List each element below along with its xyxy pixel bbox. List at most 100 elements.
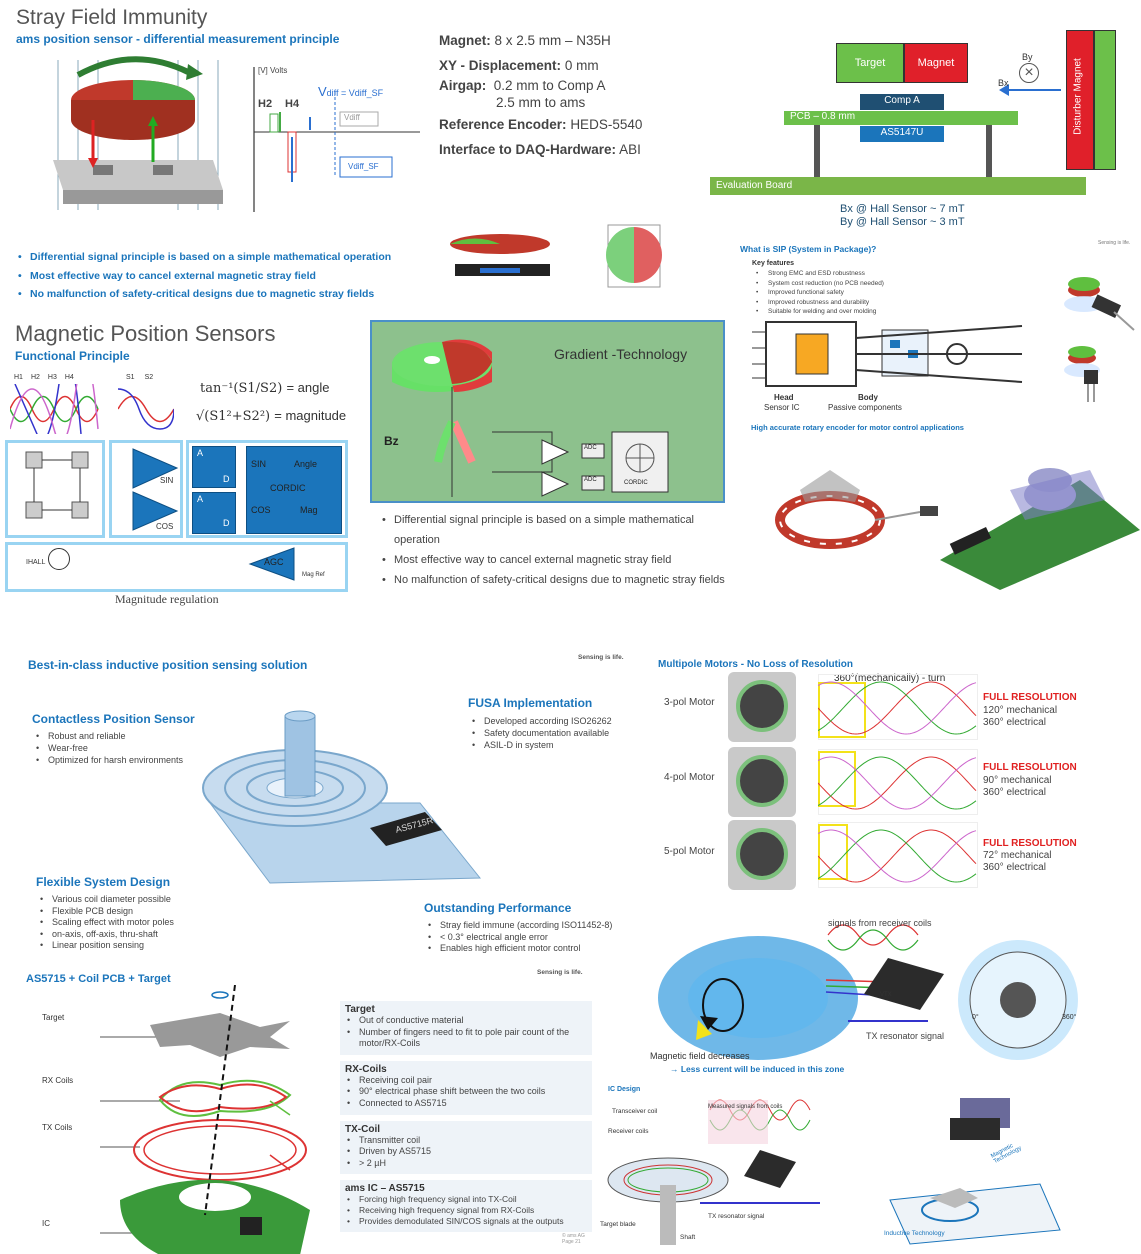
highlight-box [818,682,866,738]
cordic-cos-label: COS [251,505,271,515]
sincos-plot [118,388,174,430]
info-blocks: Target Out of conductive material Number… [340,1001,592,1233]
fusa-list: Developed according ISO26262 Safety docu… [470,715,612,751]
current-source-icon [48,548,70,570]
vdiff-formula: Vdiff = Vdiff_SF [318,84,384,99]
inductive-brand: Sensing is life. [578,654,624,661]
setup-specs: Magnet: 8 x 2.5 mm – N35H XY - Displacem… [439,31,642,160]
target-blade-label: Target blade [600,1221,636,1228]
flexible-title: Flexible System Design [36,875,171,889]
ic-design-title: IC Design [608,1086,641,1093]
flexible-item: Linear position sensing [38,940,174,952]
s1-label: S1 [126,374,135,381]
info-item: Connected to AS5715 [345,1098,587,1110]
contactless-title: Contactless Position Sensor [32,712,195,726]
info-block-title: ams IC – AS5715 [345,1183,425,1195]
comp-a-block [860,94,944,110]
info-block-title: TX-Coil [345,1123,380,1135]
sip-package-drawing [752,321,1023,387]
info-item: Receiving coil pair [345,1075,587,1087]
motor-label: 3-pol Motor [664,697,715,708]
full-resolution-label: FULL RESOLUTION [983,762,1077,773]
cordic-angle-label: Angle [294,459,318,469]
h4-label: H4 [285,98,300,110]
bz-label: Bz [384,434,399,448]
cordic-mag-label: Mag [300,505,318,515]
sip-feature: System cost reduction (no PCB needed) [754,279,884,289]
sip-head: Head [774,393,794,402]
spec-row: Reference Encoder: HEDS-5540 [439,117,643,132]
adc-cordic-box [186,440,348,538]
deg360-label: 360° [1062,1014,1077,1021]
sensor-topview-illustration [606,224,662,288]
mechanical-label: 72° mechanical [983,850,1052,861]
inductive-sensor-illustration [202,710,482,884]
as5715-title: AS5715 + Coil PCB + Target [26,973,171,985]
gradient-title: Gradient -Technology [554,346,688,362]
info-block-rx: RX-Coils Receiving coil pair 90° electri… [340,1060,592,1115]
motor-row-3: 3-pol Motor FULL RESOLUTION 120° mechani… [648,672,1141,747]
contactless-list: Robust and reliable Wear-free Optimized … [34,730,183,766]
motor-icon [728,747,796,817]
info-item: Receiving high frequency signal from RX-… [345,1205,587,1216]
field-decrease-label: Magnetic field decreases [650,1051,750,1061]
eval-board-label: Evaluation Board [716,180,793,191]
h4-label: H4 [64,374,74,381]
highlight-box [818,751,856,807]
inductive-title: Best-in-class inductive position sensing… [28,658,308,672]
gradient-illustration [392,339,669,497]
sip-feature: Strong EMC and ESD robustness [754,269,884,279]
target-part-label: Target [42,1013,65,1022]
stray-bullet: Most effective way to cancel external ma… [16,267,391,286]
contactless-item: Optimized for harsh environments [34,754,183,766]
gradient-panel: Gradient -Technology Bz ADC ADC CORDIC [370,320,725,503]
regulation-label: Magnitude regulation [115,592,219,606]
sip-key-features: Key features [752,260,795,267]
adc-sin-block [192,446,236,488]
comp-a-label: Comp A [884,95,920,106]
sip-title: What is SIP (System in Package)? [740,244,877,254]
spec-row: Magnet: 8 x 2.5 mm – N35H [439,33,611,48]
hall-signals-plot [10,384,99,434]
inductive-panel: Best-in-class inductive position sensing… [0,648,645,966]
tx-resonator-label: TX resonator signal [866,1031,945,1041]
post-left [814,125,820,177]
mechanical-label: 120° mechanical [983,705,1058,716]
chip-label: AS5147U [880,127,924,138]
motor-label: 4-pol Motor [664,772,715,783]
fusa-item: Safety documentation available [470,727,612,739]
multipole-wave [818,829,977,883]
adc-d-label: D [223,474,230,484]
h3-label: H3 [47,374,57,381]
disturber-magnet-green [1094,30,1116,170]
disturber-label: Disturber Magnet [1072,58,1084,135]
agc-amplifier [248,547,295,581]
info-block-tx: TX-Coil Transmitter coil Driven by AS571… [340,1120,592,1175]
gradient-bullet: Most effective way to cancel external ma… [380,550,725,570]
electrical-label: 360° electrical [983,862,1046,873]
contactless-item: Robust and reliable [34,730,183,742]
flexible-item: Scaling effect with motor poles [38,917,174,929]
h1-label: H1 [14,374,23,381]
multipole-wave [818,756,977,810]
amplifiers [132,448,179,531]
magnet-block [904,43,968,83]
magnet-side-illustration [450,234,550,276]
multipole-title: Multipole Motors - No Loss of Resolution [658,659,853,670]
angle-equation: tan⁻¹(S1/S2) = angle [200,380,330,396]
spec-row: Interface to DAQ-Hardware: ABI [439,141,641,157]
stray-subtitle: ams position sensor - differential measu… [16,32,340,46]
mps-title: Magnetic Position Sensors [15,321,276,346]
volts-label: [V] Volts [258,66,288,75]
fusa-item: Developed according ISO26262 [470,715,612,727]
info-item: Transmitter coil [345,1135,587,1147]
bx-label: Bx [998,78,1009,88]
spec-row: XY - Displacement: 0 mm [439,57,599,73]
turn-label: 360°(mechanically) - turn [834,673,946,684]
vdiff-sf-box-label: Vdiff_SF [348,162,379,171]
sip-features: Strong EMC and ESD robustness System cos… [754,269,884,317]
performance-item: Enables high efficient motor control [426,943,612,955]
as5715-brand: Sensing is life. [537,969,583,976]
sip-feature: Improved robustness and durability [754,298,884,308]
